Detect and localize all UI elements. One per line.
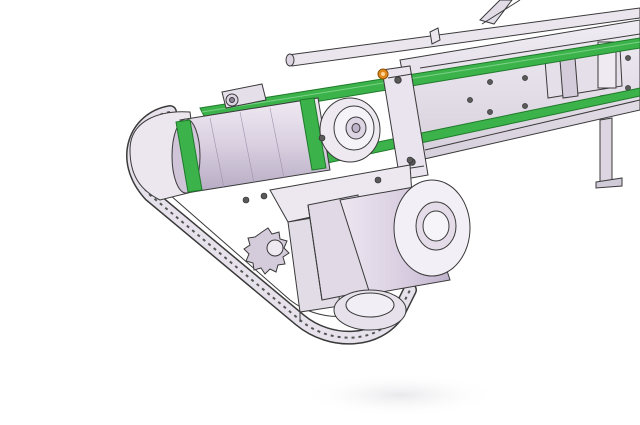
drive-sprocket: [243, 227, 290, 275]
chain-bottom-pulley: [333, 289, 407, 331]
roller-end-bearing: [319, 97, 381, 163]
frame-bolt-holes: [467, 55, 631, 115]
gear-motor: [307, 179, 471, 301]
orange-fastener: [377, 68, 389, 80]
drive-roller: [171, 97, 331, 194]
floor-reflection: [300, 373, 500, 417]
left-top-bracket: [221, 83, 267, 109]
upper-guide-rail: [285, 0, 640, 67]
mount-bolts: [242, 134, 414, 204]
